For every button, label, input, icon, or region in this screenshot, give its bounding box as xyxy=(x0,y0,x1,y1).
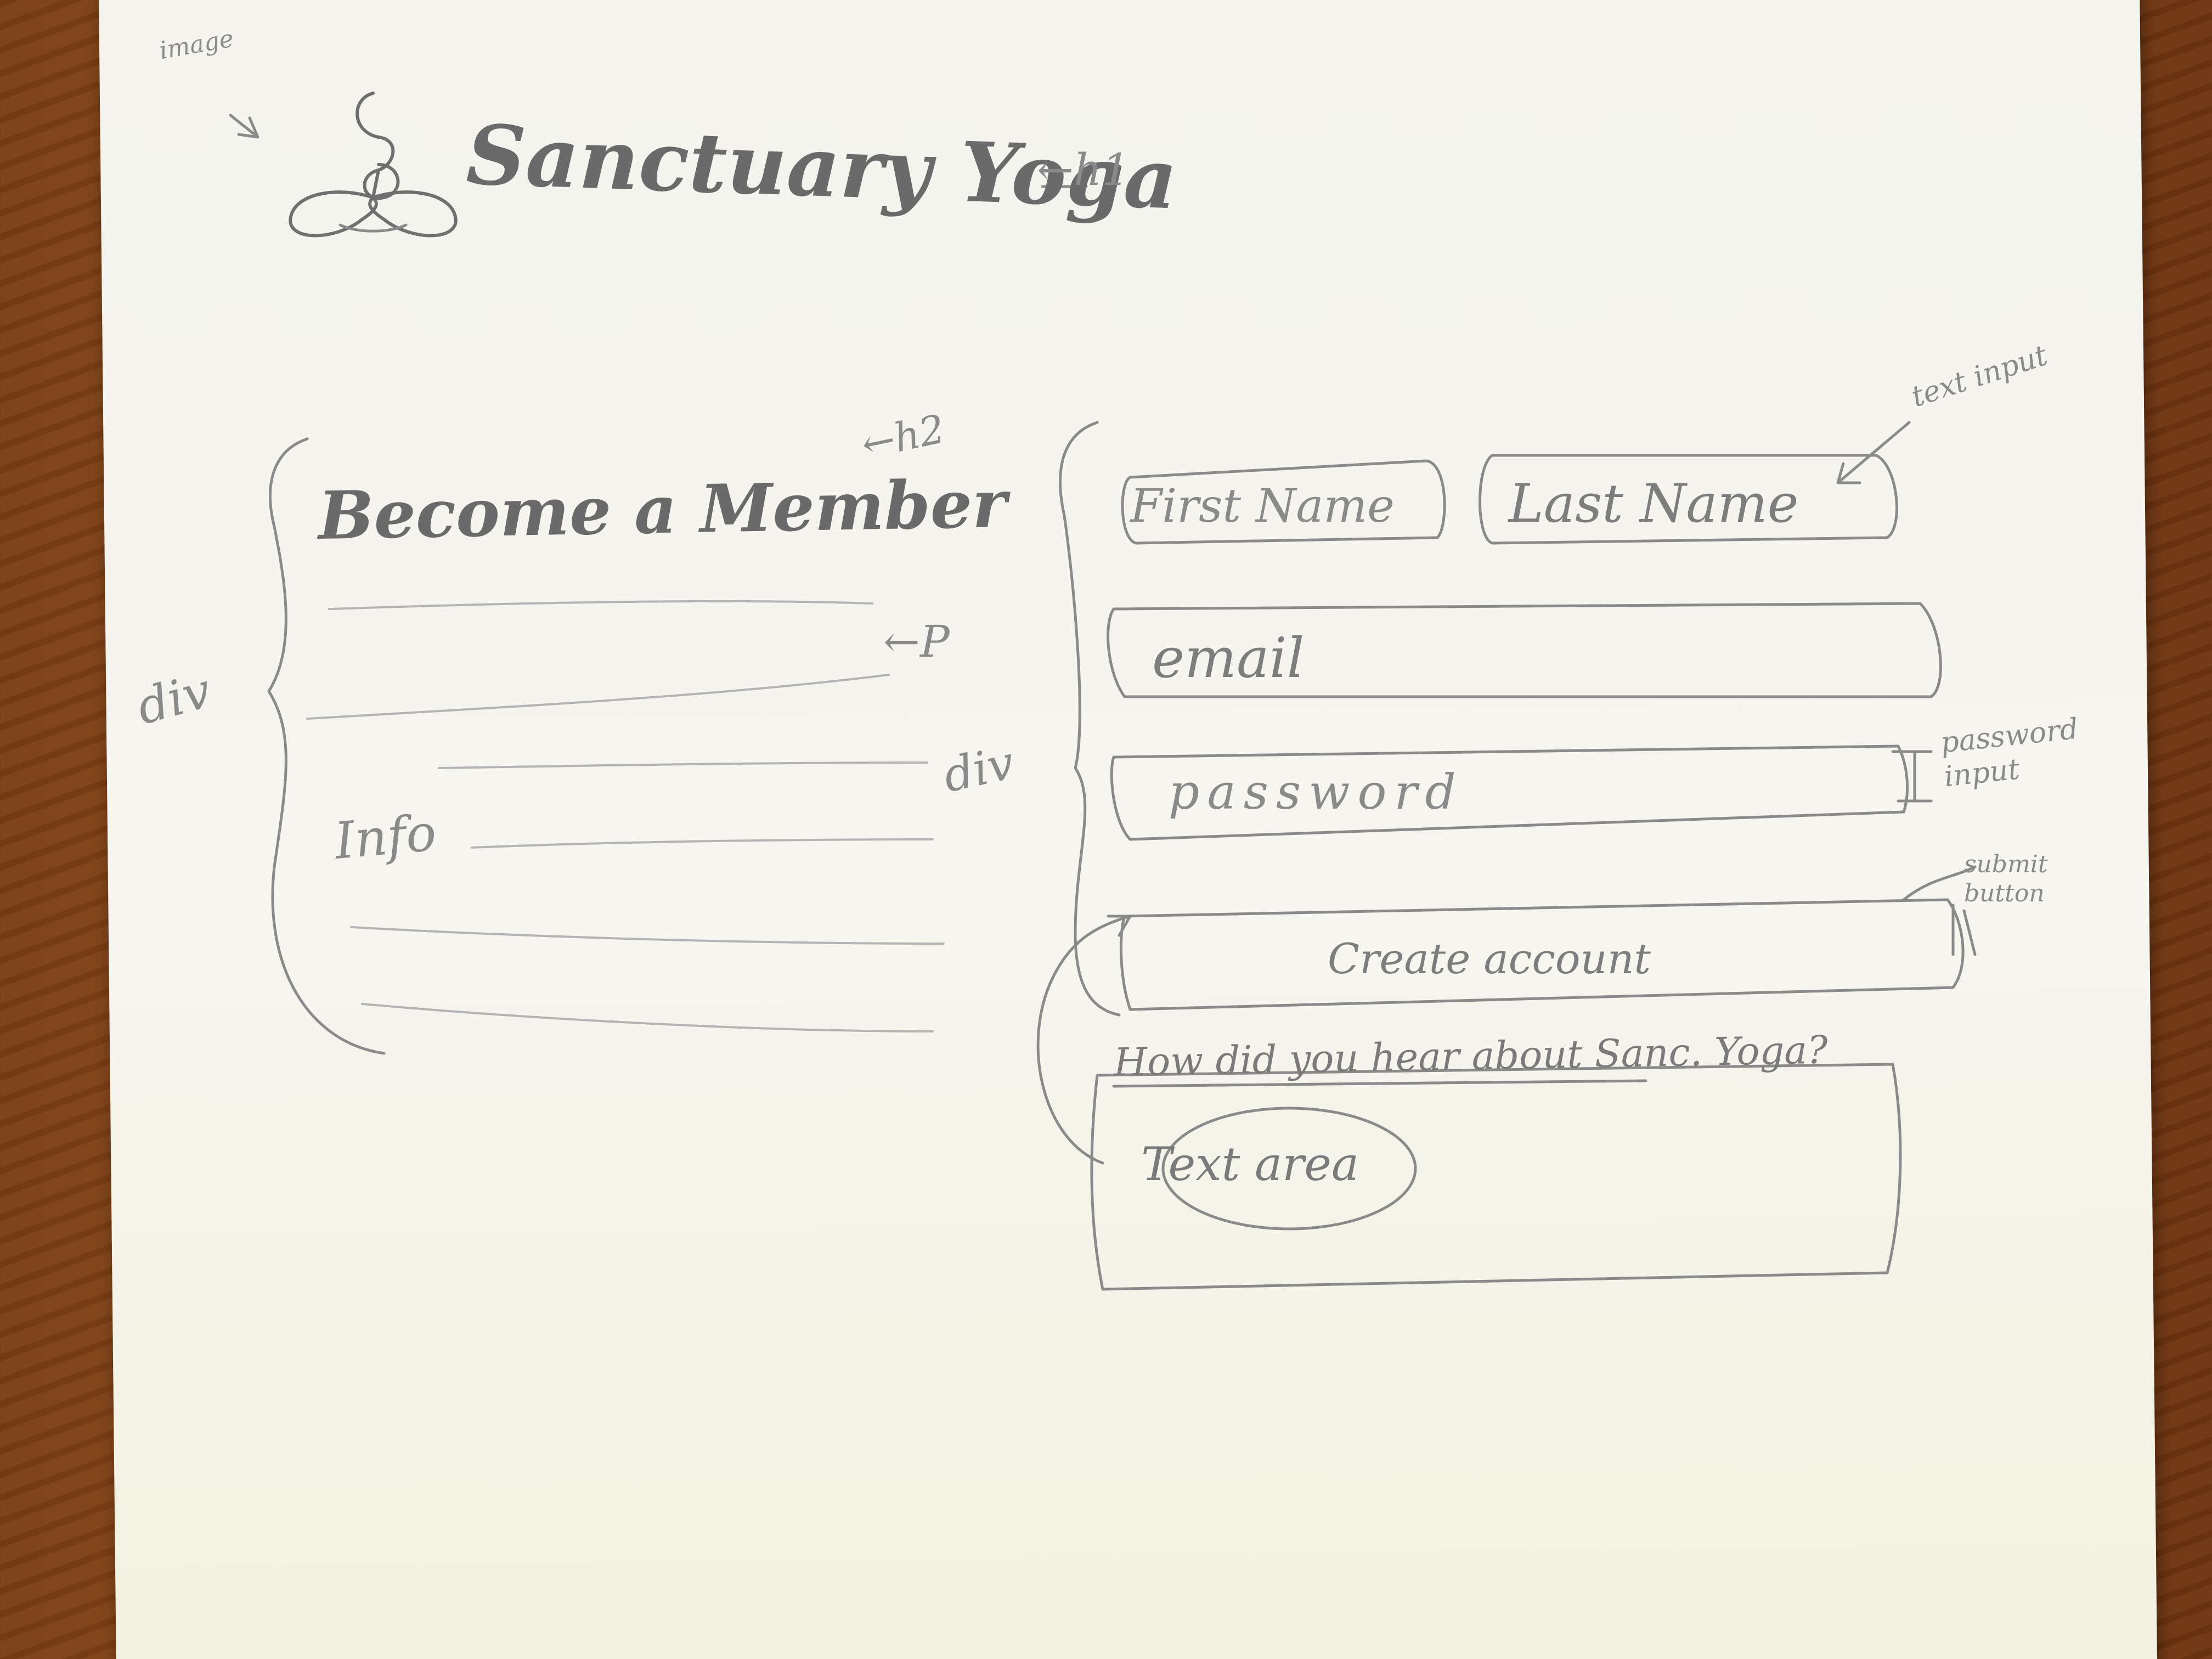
textarea-box xyxy=(1090,1063,1902,1291)
password-marker xyxy=(1891,750,1933,803)
hear-about-question: How did you hear about Sanc. Yoga? xyxy=(1113,1027,1829,1085)
textarea-arrow xyxy=(1036,915,1132,1165)
textarea-circle xyxy=(1161,1107,1417,1231)
password-box xyxy=(1110,744,1909,841)
first-name-field[interactable]: First Name xyxy=(1130,479,1395,533)
info-label: Info xyxy=(332,803,439,871)
email-field[interactable]: email xyxy=(1152,626,1305,690)
submit-marker xyxy=(1951,904,1977,956)
submit-arrow xyxy=(1902,865,1977,901)
email-box xyxy=(1107,602,1942,698)
left-div-brace xyxy=(267,437,386,1055)
text-input-arrow xyxy=(1836,421,1911,484)
right-div-annotation: div xyxy=(939,735,1019,803)
submit-button-annotation: submit button xyxy=(1964,850,2048,907)
p-annotation: ←P xyxy=(883,616,950,667)
last-name-box xyxy=(1479,454,1898,545)
first-name-box xyxy=(1121,459,1446,545)
last-name-field[interactable]: Last Name xyxy=(1509,473,1799,534)
paragraph-lines xyxy=(306,600,945,1032)
question-underline xyxy=(1112,1079,1647,1088)
create-account-button[interactable]: Create account xyxy=(1328,934,1651,983)
hear-about-textarea[interactable]: Text area xyxy=(1141,1137,1359,1191)
create-account-box xyxy=(1119,898,1965,1011)
become-member-heading: Become a Member xyxy=(317,465,1008,555)
h1-annotation: ←h1 xyxy=(1037,144,1130,195)
right-div-brace xyxy=(1059,421,1121,1017)
image-arrow xyxy=(229,114,259,139)
yoga-figure-icon xyxy=(289,92,458,238)
password-field[interactable]: password xyxy=(1169,764,1464,820)
